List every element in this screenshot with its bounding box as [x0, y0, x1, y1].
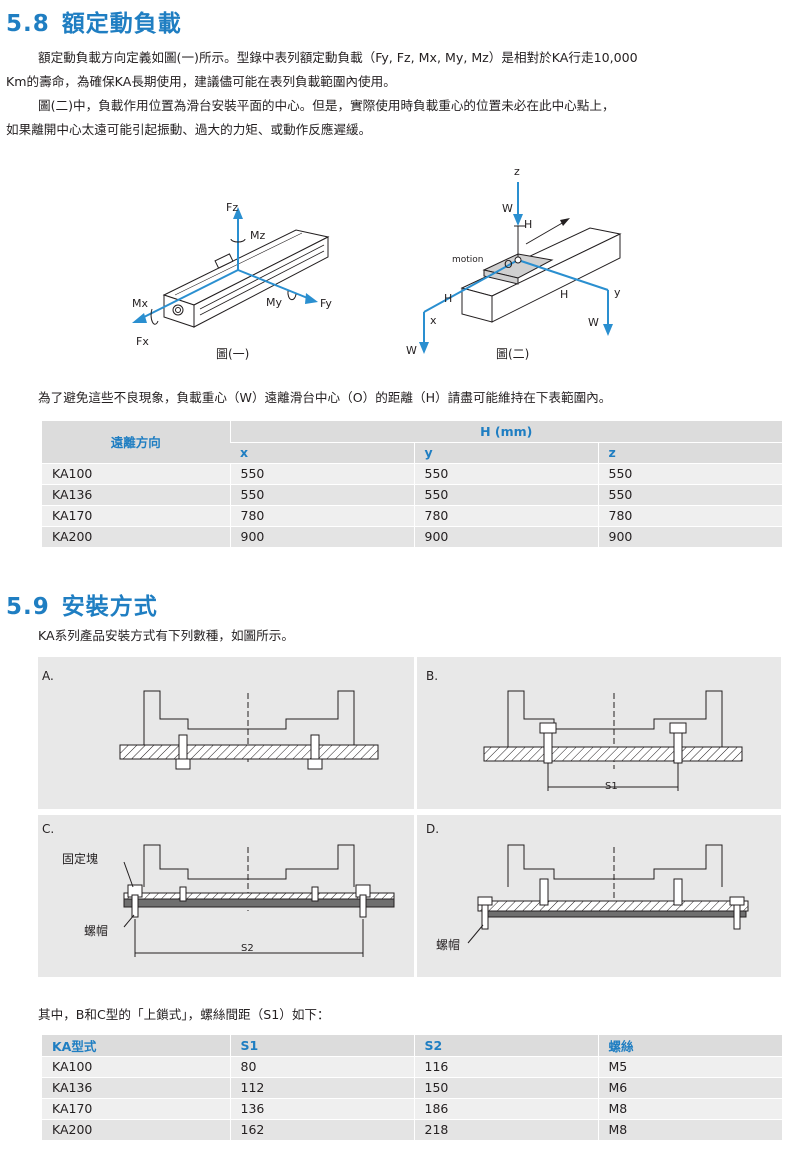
section-intro-5-9: KA系列產品安裝方式有下列數種，如圖所示。	[38, 628, 294, 643]
col-s1: S1	[229, 1035, 414, 1056]
cell: 780	[229, 504, 414, 526]
table-intro-5-8: 為了避免這些不良現象，負載重心（W）遠離滑台中心（O）的距離（H）請盡可能維持在…	[38, 390, 612, 405]
panel-letter-c: C.	[42, 822, 55, 836]
label-origin: O	[504, 258, 513, 271]
cell: M8	[597, 1097, 782, 1119]
dim-s1: S1	[605, 781, 618, 792]
table-row: KA200 162 218 M8	[42, 1118, 782, 1140]
label-fy: Fy	[320, 297, 332, 310]
section-number: 5.9	[6, 594, 50, 620]
table-row: KA100 80 116 M5	[42, 1055, 782, 1077]
mount-panel-d	[417, 815, 781, 977]
cell: 780	[413, 504, 598, 526]
sub-col-x: x	[230, 441, 414, 463]
cell: M8	[597, 1118, 782, 1140]
col-screw: 螺絲	[597, 1035, 782, 1056]
figure-1-caption: 圖(一)	[216, 347, 250, 361]
figure-2-load-offset: z W H motion O H H x y W W	[406, 165, 622, 357]
cell: 900	[229, 525, 414, 547]
label-fixed-block: 固定塊	[62, 852, 99, 866]
label-h-left: H	[444, 292, 452, 305]
cell: M6	[597, 1076, 782, 1098]
label-nut-d: 螺帽	[436, 938, 461, 952]
section-title-5-9: 5.9 安裝方式	[6, 587, 158, 621]
cell: 550	[597, 483, 782, 505]
col-model: KA型式	[42, 1035, 230, 1056]
table-row: KA200 900 900 900	[42, 525, 782, 547]
label-w-right: W	[588, 316, 599, 329]
label-mx: Mx	[132, 297, 148, 310]
figure-2-caption: 圖(二)	[496, 347, 530, 361]
cell: KA170	[42, 504, 230, 526]
paragraph-line: 額定動負載方向定義如圖(一)所示。型錄中表列額定動負載（Fy, Fz, Mx, …	[38, 50, 638, 65]
sub-col-z: z	[597, 441, 782, 463]
table-row: KA136 112 150 M6	[42, 1076, 782, 1098]
panel-letter-b: B.	[426, 669, 439, 683]
table-row: KA170 780 780 780	[42, 504, 782, 526]
label-x: x	[430, 314, 437, 327]
section-heading: 安裝方式	[61, 594, 158, 620]
cell: 112	[229, 1076, 414, 1098]
cell: 550	[229, 483, 414, 505]
figure-1-load-directions: Fz Mz Mx Fx My Fy	[132, 201, 332, 348]
cell: KA100	[42, 1055, 230, 1077]
section-title-5-8: 5.8 額定動負載	[6, 4, 182, 38]
label-y: y	[614, 286, 621, 299]
cell: 162	[229, 1118, 414, 1140]
cell: M5	[597, 1055, 782, 1077]
cell: 550	[229, 462, 414, 484]
cell: 150	[413, 1076, 598, 1098]
cell: 550	[413, 462, 598, 484]
panel-letter-a: A.	[42, 669, 54, 683]
label-z: z	[514, 165, 520, 178]
table-row: KA170 136 186 M8	[42, 1097, 782, 1119]
cell: KA170	[42, 1097, 230, 1119]
label-h-top: H	[524, 218, 532, 231]
panel-letter-d: D.	[426, 822, 440, 836]
table-row: KA136 550 550 550	[42, 483, 782, 505]
label-w-top: W	[502, 202, 513, 215]
cell: KA200	[42, 525, 230, 547]
cell: 136	[229, 1097, 414, 1119]
dim-s2: S2	[241, 943, 254, 954]
mount-panel-a	[38, 657, 414, 809]
cell: KA136	[42, 483, 230, 505]
table-intro-5-9: 其中，B和C型的「上鎖式」，螺絲間距（S1）如下：	[38, 1007, 330, 1022]
label-mz: Mz	[250, 229, 265, 242]
cell: KA200	[42, 1118, 230, 1140]
paragraph-line: Km的壽命，為確保KA長期使用，建議儘可能在表列負載範圍內使用。	[6, 74, 396, 89]
load-offset-table: 遠離方向 H (mm) x y z KA100 550 550 550 KA13…	[42, 421, 782, 547]
cell: 550	[597, 462, 782, 484]
col-s2: S2	[413, 1035, 598, 1056]
mounting-drawings: S1 S2	[119, 690, 749, 957]
col-h: H (mm)	[229, 421, 782, 442]
paragraph-line: 圖(二)中，負載作用位置為滑台安裝平面的中心。但是，實際使用時負載重心的位置未必…	[38, 98, 615, 113]
cell: 900	[597, 525, 782, 547]
label-motion: motion	[452, 255, 484, 265]
label-fx: Fx	[136, 335, 149, 348]
col-direction: 遠離方向	[42, 421, 230, 463]
sub-col-y: y	[413, 441, 598, 463]
label-nut-c: 螺帽	[84, 924, 109, 938]
mount-panel-b	[417, 657, 781, 809]
cell: 186	[413, 1097, 598, 1119]
label-w-left: W	[406, 344, 417, 357]
section-heading: 額定動負載	[61, 11, 182, 37]
cell: 900	[413, 525, 598, 547]
screw-pitch-table: KA型式 S1 S2 螺絲 KA100 80 116 M5 KA136 112 …	[42, 1035, 782, 1140]
paragraph-line: 如果離開中心太遠可能引起振動、過大的力矩、或動作反應遲緩。	[6, 122, 372, 137]
cell: 780	[597, 504, 782, 526]
section-number: 5.8	[6, 11, 50, 37]
cell: 80	[229, 1055, 414, 1077]
label-fz: Fz	[226, 201, 238, 214]
cell: 218	[413, 1118, 598, 1140]
cell: 116	[413, 1055, 598, 1077]
table-row: KA100 550 550 550	[42, 462, 782, 484]
cell: KA100	[42, 462, 230, 484]
cell: 550	[413, 483, 598, 505]
label-h-right: H	[560, 288, 568, 301]
label-my: My	[266, 296, 282, 309]
cell: KA136	[42, 1076, 230, 1098]
